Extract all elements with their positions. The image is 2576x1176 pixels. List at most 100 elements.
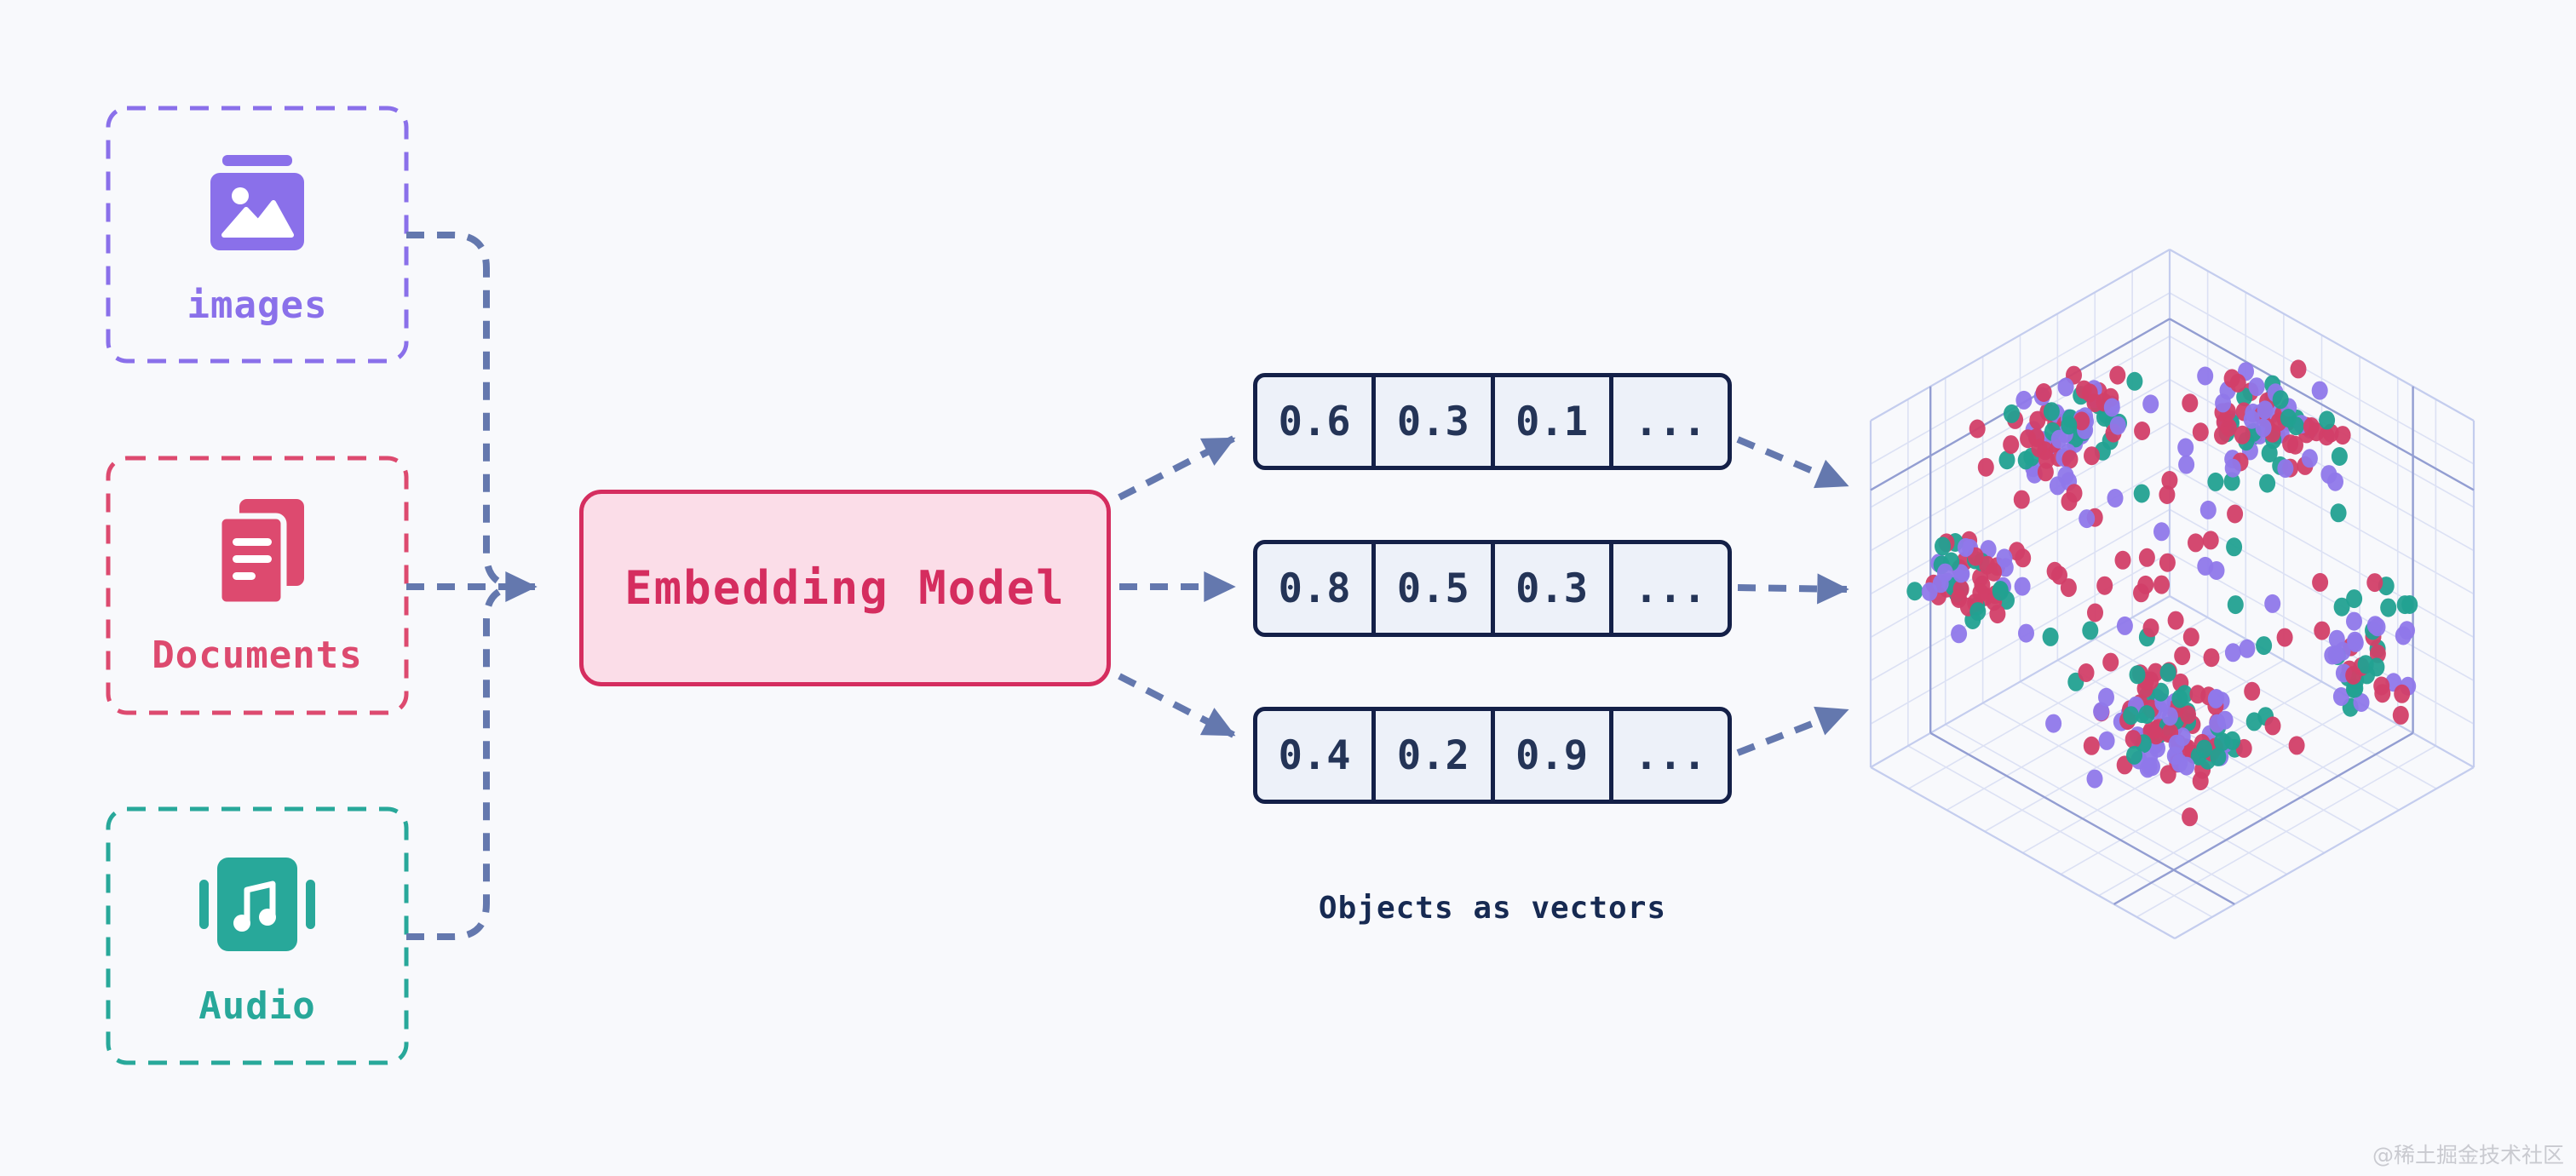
source-box-documents: Documents (108, 458, 406, 711)
vector-point (2043, 402, 2060, 422)
vector-point (2277, 459, 2294, 479)
vector-point (2082, 621, 2099, 640)
vector-point (2366, 573, 2383, 593)
vector-point (1998, 450, 2015, 470)
vector-point (1935, 536, 1951, 556)
vector-point (2396, 595, 2413, 615)
vector-point (2096, 576, 2113, 595)
vector-point (2210, 747, 2227, 766)
vector-point (2330, 503, 2347, 523)
vector-point (2264, 716, 2281, 736)
vector-point (2243, 410, 2260, 429)
documents-box-border (106, 456, 409, 715)
vector-point (2126, 745, 2142, 765)
vector-point (2392, 705, 2409, 725)
vector-point (2255, 418, 2272, 438)
vector-cell: 0.8 (1278, 565, 1351, 612)
vector-point (2153, 522, 2170, 542)
vector-point (2214, 426, 2230, 445)
vector1-to-space-arrow (1736, 436, 1849, 489)
vector-point (2373, 676, 2390, 696)
vector-point (2332, 687, 2349, 706)
vector-point (2003, 435, 2020, 455)
vector-point (2311, 381, 2328, 400)
vector-point (2013, 490, 2030, 509)
vector-point (2138, 705, 2155, 724)
vector-point (2144, 757, 2160, 777)
documents-icon (193, 496, 321, 611)
vector-point (2129, 665, 2146, 685)
vector-point (1972, 583, 1989, 603)
watermark-text: @稀土掘金技术社区 (2372, 1143, 2564, 1167)
vector-point (2079, 509, 2096, 529)
vector-point (2015, 390, 2033, 410)
vector-point (2207, 472, 2224, 491)
vector-point (2188, 533, 2204, 553)
vector-point (2133, 484, 2150, 503)
vector-point (1952, 564, 1969, 583)
vector-point (2086, 393, 2103, 413)
vector-point (2192, 422, 2209, 442)
vector-point (2203, 648, 2220, 668)
vector-point (2018, 623, 2034, 643)
vector-point (2314, 621, 2331, 640)
vector-point (1992, 582, 2009, 601)
image-icon (193, 146, 321, 261)
vector-point (2038, 450, 2055, 469)
vector-point (2248, 377, 2265, 397)
vector-point (2331, 447, 2348, 466)
audio-connector (406, 583, 520, 940)
vector-point (2066, 484, 2083, 503)
vector-point (2004, 404, 2020, 423)
vector-point (2256, 636, 2273, 656)
vector-point (2035, 383, 2052, 402)
vector-point (1958, 537, 1974, 557)
vector-cell: 0.3 (1371, 377, 1490, 466)
vector-point (2078, 663, 2095, 682)
vector-point (2153, 682, 2170, 702)
vector-point (2142, 394, 2159, 414)
vector-point (1951, 624, 1968, 644)
vector-point (2057, 466, 2074, 485)
vector-point (2290, 359, 2307, 379)
vector-point (1996, 548, 2013, 568)
vector-point (2014, 577, 2031, 596)
vector-point (2227, 595, 2244, 615)
vector-point (2357, 655, 2374, 674)
vector-cell: 0.4 (1278, 731, 1351, 779)
vector-point (2180, 705, 2196, 725)
vector-point (2161, 471, 2178, 490)
vector-point (2346, 611, 2362, 631)
vector-point (2060, 578, 2077, 598)
vector-point (2259, 473, 2276, 493)
vector-point (2347, 631, 2363, 651)
vector-point (2161, 707, 2178, 726)
vector-point (2109, 365, 2126, 385)
vector-point (2327, 645, 2344, 664)
vector-point (2029, 410, 2046, 430)
images-box-border (106, 106, 409, 364)
vector-point (2312, 572, 2329, 592)
vector-point (2176, 685, 2194, 704)
vector-point (2009, 542, 2026, 561)
vector-point (2084, 446, 2100, 466)
vector-point (2282, 434, 2299, 454)
vector-point (2245, 712, 2263, 731)
vector-point (2369, 617, 2386, 637)
vector-point (2134, 422, 2151, 440)
vector-point (2257, 400, 2274, 420)
vector-point (2208, 689, 2225, 708)
vector-point (2061, 416, 2078, 435)
source-box-images: images (108, 108, 406, 361)
vector-point (2174, 646, 2191, 666)
vector-point (2138, 548, 2155, 567)
embedding-model-box: Embedding Model (579, 490, 1111, 686)
vector-point (2042, 627, 2059, 646)
vector-cell: 0.2 (1371, 711, 1490, 800)
vector-point (2083, 736, 2100, 755)
vector-point (2234, 425, 2251, 445)
embedding-model-label: Embedding Model (624, 561, 1066, 615)
